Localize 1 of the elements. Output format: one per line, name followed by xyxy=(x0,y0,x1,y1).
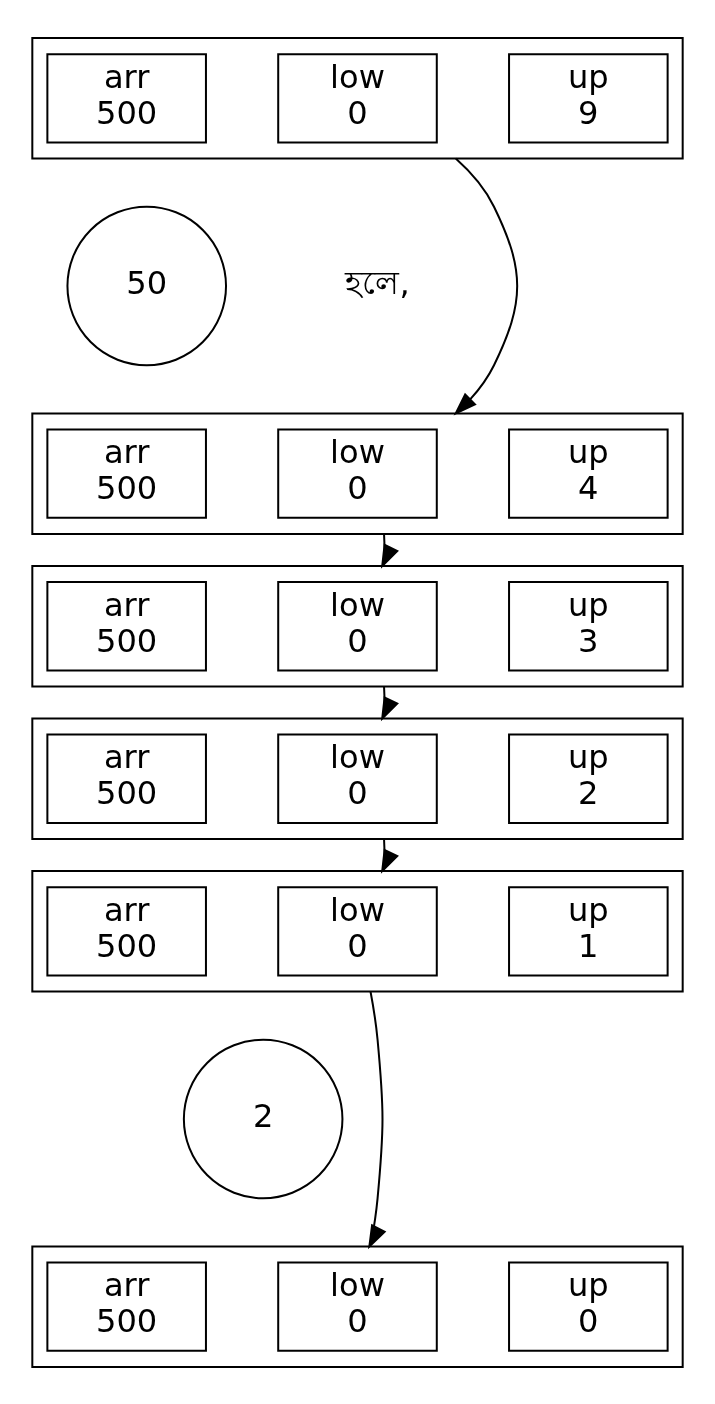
node-label: হলে, xyxy=(345,263,410,302)
